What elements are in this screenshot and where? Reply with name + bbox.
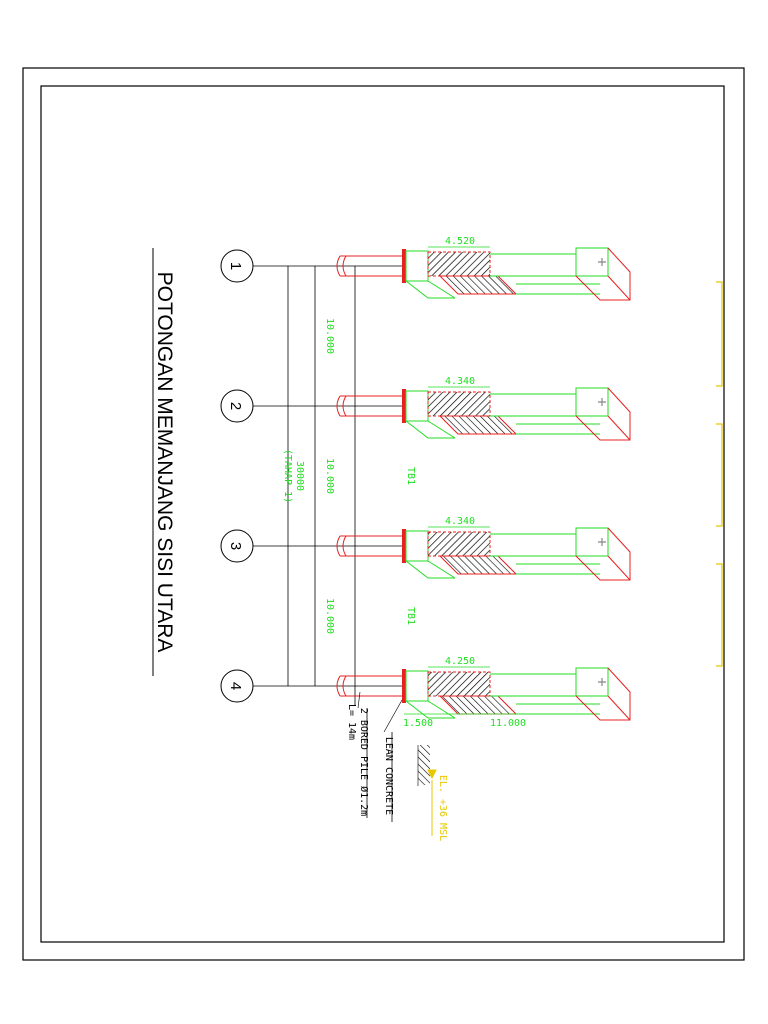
rebar-zone xyxy=(427,531,491,557)
pile-cap-body xyxy=(405,390,429,422)
lean-concrete xyxy=(402,249,406,283)
rebar-zone xyxy=(427,251,491,277)
span-text: 10.000 xyxy=(324,318,335,354)
grid-axis-2: 2 xyxy=(220,389,404,423)
lean-concrete xyxy=(402,669,406,703)
pile-shaft xyxy=(490,393,600,435)
total-span-note: (TAHAP 1) xyxy=(282,449,293,503)
bored-pile-label: 2 BORED PILE Ø1.2m xyxy=(358,708,370,816)
leader-pile xyxy=(357,691,361,709)
pile-caps: 4.520 4.340 4.340 4.250 xyxy=(336,236,631,721)
pile-cap-body xyxy=(405,250,429,282)
outer-border xyxy=(22,67,745,961)
grid-axis-4: 4 xyxy=(220,669,404,703)
lean-concrete xyxy=(402,389,406,423)
total-span-note-text: (TAHAP 1) xyxy=(282,449,293,503)
tie-beam-label-1: TB1 xyxy=(405,467,416,485)
pile-cap-edge xyxy=(405,420,456,439)
rebar-zone-side xyxy=(438,695,518,715)
cap-width-text: 4.520 xyxy=(445,236,475,247)
rebar-zone-side xyxy=(438,415,518,435)
tie-beam-text: TB1 xyxy=(405,607,416,625)
pile-cap-edge xyxy=(405,700,456,719)
grid-axis-1: 1 xyxy=(220,249,404,283)
span-dim-1-2: 10.000 xyxy=(324,318,335,354)
pile-cap-4: 4.250 xyxy=(336,656,631,721)
pile-shaft xyxy=(490,533,600,575)
pile-tip xyxy=(575,667,609,697)
pile-cap-body xyxy=(405,530,429,562)
pile-tip-edge xyxy=(575,387,631,441)
pile-tip xyxy=(575,527,609,557)
column-stub xyxy=(336,255,402,277)
pile-shaft xyxy=(490,253,600,295)
pile-marker xyxy=(598,538,606,546)
grid-label: 3 xyxy=(227,542,244,550)
inner-border xyxy=(40,85,725,943)
grid-axis-3: 3 xyxy=(220,529,404,563)
pile-shaft xyxy=(490,673,600,715)
pile-tip-edge xyxy=(575,247,631,301)
title-text: POTONGAN MEMANJANG SISI UTARA xyxy=(153,272,176,653)
pile-cap-edge xyxy=(405,560,456,579)
span-dim-3-4: 10.000 xyxy=(324,598,335,634)
column-stub xyxy=(336,535,402,557)
pile-tip-edge xyxy=(575,527,631,581)
pile-cap-1: 4.520 xyxy=(336,236,631,301)
pile-tip xyxy=(575,387,609,417)
span-dim-2-3: 10.000 xyxy=(324,458,335,494)
pile-length-text: 11.000 xyxy=(490,718,526,729)
pile-length-note: L= 14m xyxy=(346,704,357,740)
rebar-zone-side xyxy=(438,275,518,295)
rebar-zone-side xyxy=(438,555,518,575)
total-span-text: 30000 xyxy=(294,461,305,491)
tie-beam-label-2: TB1 xyxy=(405,607,416,625)
sheet-yellow-marks xyxy=(716,281,723,667)
cap-width-text: 4.340 xyxy=(445,516,475,527)
total-span-value: 30000 xyxy=(294,461,305,491)
bored-pile-text: 2 BORED PILE Ø1.2m xyxy=(358,708,370,816)
span-text: 10.000 xyxy=(324,598,335,634)
pile-marker xyxy=(598,258,606,266)
tie-beam-text: TB1 xyxy=(405,467,416,485)
span-text: 10.000 xyxy=(324,458,335,494)
cap-depth-text: 1.500 xyxy=(403,718,433,729)
elevation-label: EL. +36 MSL xyxy=(437,775,448,841)
grid-label: 2 xyxy=(227,402,244,410)
column-stub xyxy=(336,675,402,697)
lean-concrete-label: LEAN CONCRETE xyxy=(383,737,394,815)
drawing-title: POTONGAN MEMANJANG SISI UTARA xyxy=(152,248,176,676)
lean-concrete xyxy=(402,529,406,563)
pile-cap-2: 4.340 xyxy=(336,376,631,441)
rebar-zone xyxy=(427,391,491,417)
elevation-marker xyxy=(417,745,437,836)
grid-axes: 1 2 3 4 xyxy=(220,249,404,703)
elevation-text: EL. +36 MSL xyxy=(437,775,448,841)
pile-tip xyxy=(575,247,609,277)
pile-cap-edge xyxy=(405,280,456,299)
grid-label: 1 xyxy=(227,262,244,270)
column-stub xyxy=(336,395,402,417)
pile-cap-3: 4.340 xyxy=(336,516,631,581)
cap-width-text: 4.250 xyxy=(445,656,475,667)
lean-concrete-text: LEAN CONCRETE xyxy=(383,737,394,815)
pile-length-note-text: L= 14m xyxy=(346,704,357,740)
rebar-zone xyxy=(427,671,491,697)
pile-marker xyxy=(598,398,606,406)
grid-label: 4 xyxy=(227,682,244,690)
leader-lean xyxy=(383,699,403,733)
cap-width-text: 4.340 xyxy=(445,376,475,387)
pile-cap-body xyxy=(405,670,429,702)
pile-tip-edge xyxy=(575,667,631,721)
pile-marker xyxy=(598,678,606,686)
